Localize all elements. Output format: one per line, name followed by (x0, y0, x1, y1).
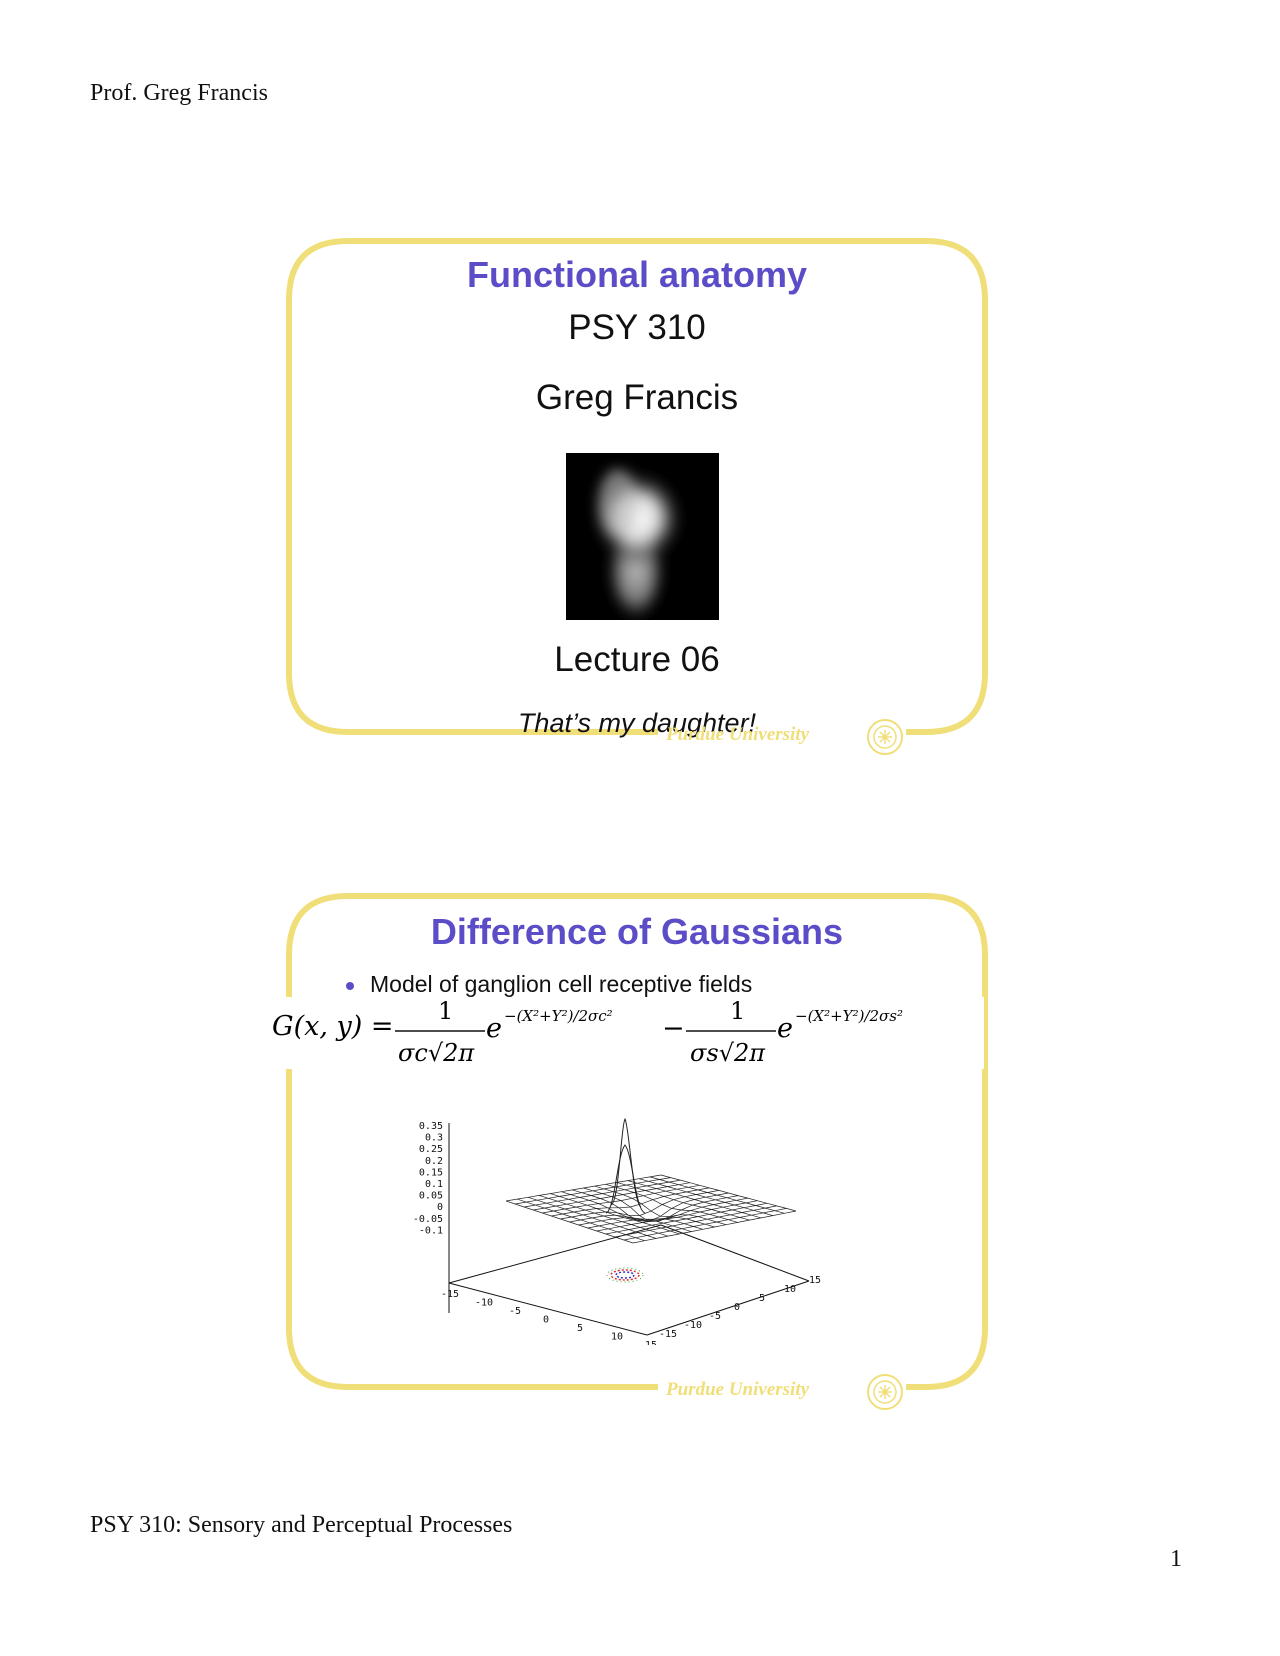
mesh-line (614, 1205, 777, 1238)
author-name: Greg Francis (535, 378, 739, 417)
y-tick-label: 15 (809, 1275, 821, 1286)
z-tick-label: -0.1 (419, 1225, 443, 1236)
x-tick-label: 0 (543, 1315, 549, 1326)
slide-title: Functional anatomy PSY 310 Greg Francis (286, 238, 988, 758)
x-tick-label: -10 (475, 1298, 493, 1309)
purdue-seal-icon (867, 1374, 903, 1410)
x-tick-label: -5 (509, 1306, 521, 1317)
x-tick-label: -15 (441, 1289, 459, 1300)
mesh-line (594, 1185, 727, 1226)
slide-frame (286, 893, 988, 1390)
photo-caption: That’s my daughter! (517, 708, 757, 738)
mesh-line (649, 1176, 785, 1214)
dog-equation: G(x, y) = 1 σc√2π e −(X²+Y²)/2σc² − 1 σs… (270, 997, 984, 1069)
x-tick-label: 5 (577, 1323, 583, 1334)
mesh-line (632, 1210, 797, 1244)
eq-sup1: −(X²+Y²)/2σc² (504, 1007, 613, 1025)
y-tick-label: -10 (684, 1320, 702, 1331)
z-tick-label: 0.25 (419, 1144, 443, 1155)
z-tick-label: 0.05 (419, 1191, 443, 1202)
slide-dog: Difference of Gaussians Model of ganglio… (270, 893, 988, 1413)
z-tick-label: 0.15 (419, 1167, 443, 1178)
purdue-wordmark: Purdue University (666, 1379, 810, 1400)
daughter-photo (566, 453, 719, 623)
z-tick-label: 0.1 (425, 1179, 443, 1190)
eq-exp1: e (486, 1013, 502, 1044)
z-tick-label: 0.35 (419, 1121, 443, 1132)
y-tick-label: 10 (784, 1284, 796, 1295)
x-tick-label: 10 (611, 1332, 623, 1343)
purdue-seal-icon (867, 719, 903, 755)
bullet-icon (346, 981, 354, 990)
mesh-line (616, 1182, 750, 1221)
eq-minus: − (662, 1013, 685, 1044)
mesh-line (587, 1197, 748, 1229)
mesh-line (623, 1208, 787, 1241)
eq-num2: 1 (730, 997, 745, 1025)
y-tick-label: 0 (734, 1302, 740, 1313)
mesh-line (605, 1202, 768, 1235)
eq-exp2: e (777, 1013, 793, 1044)
y-tick-label: -15 (659, 1329, 677, 1340)
bullet-item: Model of ganglion cell receptive fields (346, 971, 752, 998)
course-code: PSY 310 (568, 308, 706, 347)
mesh-line (596, 1200, 758, 1232)
eq-den1: σc√2π (398, 1039, 475, 1067)
z-tick-label: -0.05 (413, 1214, 443, 1225)
z-tick-label: 0.3 (425, 1133, 443, 1144)
lecture-number: Lecture 06 (554, 640, 720, 679)
slide-frame (286, 238, 988, 735)
eq-num1: 1 (438, 997, 453, 1025)
slide-title-text: Difference of Gaussians (430, 911, 844, 952)
mesh-line (578, 1195, 739, 1226)
slide-title-text: Functional anatomy (466, 254, 808, 295)
purdue-wordmark: Purdue University (666, 724, 810, 745)
z-tick-label: 0.2 (425, 1156, 443, 1167)
x-tick-label: 15 (645, 1340, 657, 1345)
page-number: 1 (1170, 1546, 1182, 1572)
page-header: Prof. Greg Francis (90, 80, 268, 106)
page-footer: PSY 310: Sensory and Perceptual Processe… (90, 1512, 513, 1538)
mesh-line (638, 1178, 773, 1216)
bullet-text: Model of ganglion cell receptive fields (370, 971, 753, 997)
eq-den2: σs√2π (690, 1039, 766, 1067)
eq-lhs: G(x, y) = (272, 1011, 394, 1042)
y-tick-label: 5 (759, 1293, 765, 1304)
y-tick-label: -5 (709, 1311, 721, 1322)
mesh-line (605, 1183, 738, 1223)
mesh-line (660, 1174, 797, 1212)
dog-surface-plot: 0.350.30.250.20.150.10.050-0.05-0.1-15-1… (413, 1118, 821, 1345)
mesh-line (627, 1180, 762, 1219)
eq-sup2: −(X²+Y²)/2σs² (795, 1007, 903, 1025)
z-tick-label: 0 (437, 1202, 443, 1213)
